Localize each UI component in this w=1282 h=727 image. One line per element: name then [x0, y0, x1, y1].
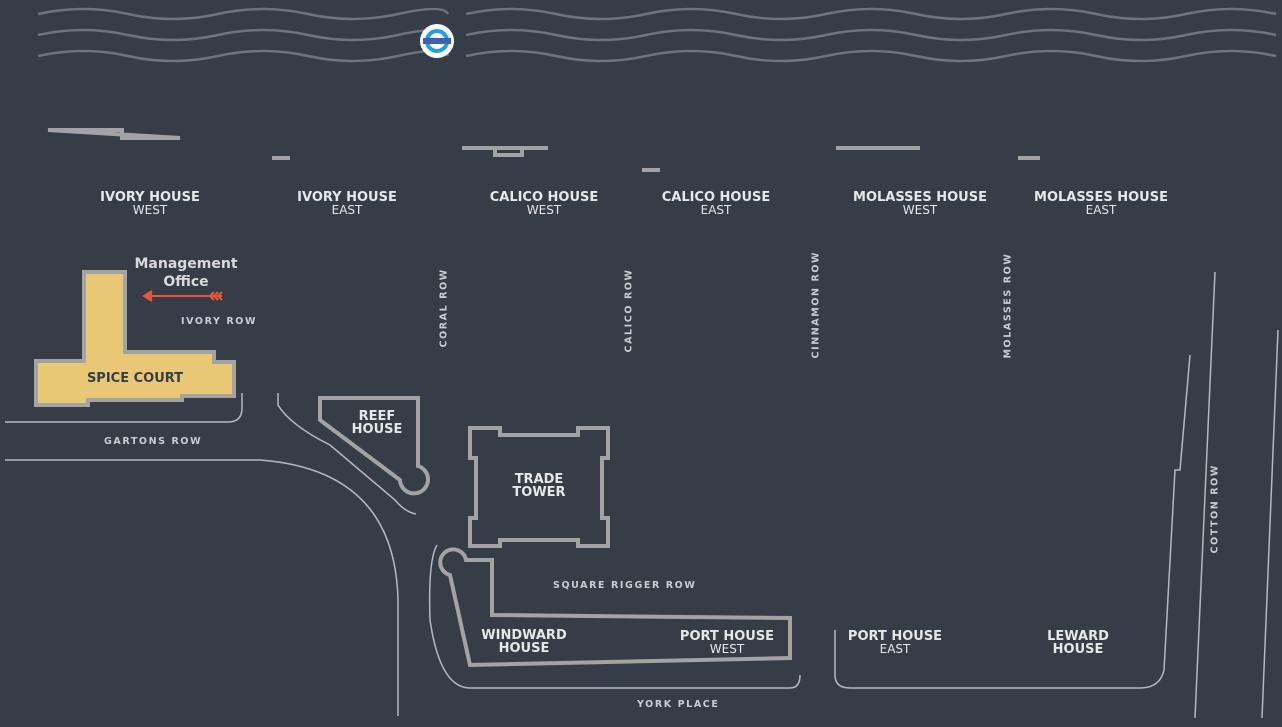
street-ivory-row: IVORY ROW	[181, 316, 258, 327]
street-cinnamon-row: CINNAMON ROW	[810, 250, 822, 359]
reef-house[interactable]	[318, 396, 430, 496]
street-square-rigger-row: SQUARE RIGGER ROW	[553, 580, 697, 591]
street-york-place: YORK PLACE	[637, 699, 720, 710]
label-spice-court: SPICE COURT	[86, 371, 184, 386]
street-coral-row: CORAL ROW	[438, 268, 450, 348]
street-molasses-row: MOLASSES ROW	[1002, 252, 1014, 359]
street-gartons-row: GARTONS ROW	[104, 436, 203, 447]
transit-roundel-icon[interactable]	[420, 24, 454, 58]
river-waves	[37, 7, 1277, 63]
street-calico-row: CALICO ROW	[623, 268, 635, 353]
management-office-arrow	[142, 290, 223, 302]
ivory-house-west[interactable]	[47, 128, 181, 140]
windward-port-house-west[interactable]	[438, 547, 792, 668]
roads	[5, 271, 1279, 719]
trade-tower[interactable]	[468, 426, 610, 548]
calico-house-west[interactable]	[462, 146, 548, 157]
spice-court[interactable]	[34, 270, 236, 407]
street-cotton-row: COTTON ROW	[1209, 464, 1221, 554]
